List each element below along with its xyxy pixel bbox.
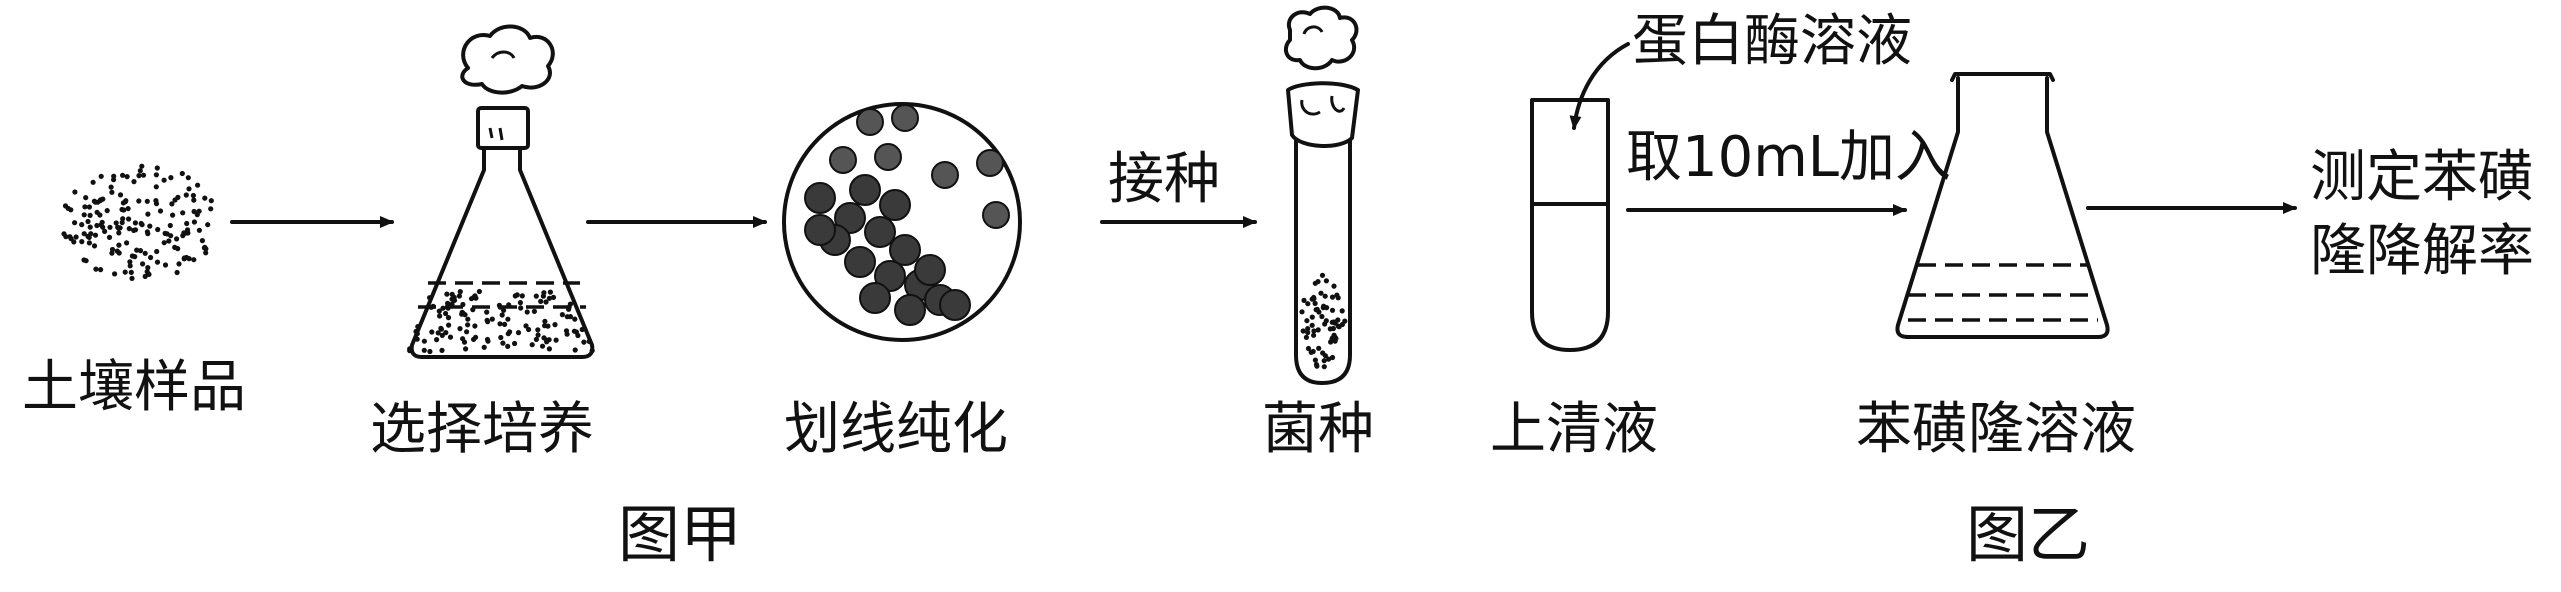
- label-streak-purification: 划线纯化: [784, 397, 1008, 462]
- label-strain: 菌种: [1262, 397, 1374, 462]
- petri-dish: [782, 102, 1022, 342]
- label-transfer: 取10mL加入: [1626, 125, 1951, 190]
- caption-figure-yi: 图乙: [1966, 498, 2090, 571]
- label-measure-line2: 隆降解率: [2310, 219, 2534, 284]
- benzensulfuron-flask: [1895, 72, 2110, 339]
- label-supernatant: 上清液: [1490, 397, 1658, 462]
- caption-figure-jia: 图甲: [618, 498, 742, 571]
- supernatant-tube: [1530, 98, 1610, 352]
- selective-culture-flask: [407, 24, 595, 359]
- label-measure-line1: 测定苯磺: [2310, 145, 2534, 210]
- soil-sample-dots: [61, 163, 214, 281]
- protease-arrow: [1569, 42, 1630, 130]
- cotton-plug: [460, 24, 555, 95]
- strain-test-tube: [1283, 5, 1360, 385]
- label-selective-culture: 选择培养: [370, 397, 594, 462]
- label-benzensulfuron-solution: 苯磺隆溶液: [1856, 397, 2136, 462]
- inoculate-label: 接种: [1108, 147, 1220, 212]
- label-protease-solution: 蛋白酶溶液: [1632, 9, 1912, 74]
- label-soil-sample: 土壤样品: [22, 355, 246, 420]
